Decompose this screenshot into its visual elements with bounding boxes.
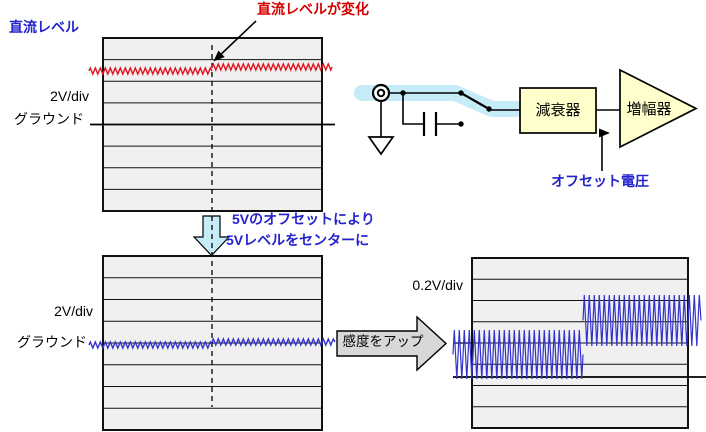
waveform-blue-right (211, 337, 336, 347)
junction-dot (458, 121, 464, 127)
sensitivity-arrow-label: 感度をアップ (342, 334, 424, 349)
waveforms (88, 62, 702, 380)
waveform-dense-right (582, 294, 702, 347)
offset-note-line2: 5Vレベルをセンターに (226, 232, 370, 248)
amplifier-triangle (619, 68, 698, 149)
scope-top-scale-label: 2V/div (50, 88, 89, 104)
waveform-red-right (211, 62, 333, 72)
attenuator-label: 減衰器 (535, 102, 581, 119)
annotation-arrow (213, 20, 257, 62)
sensitivity-arrow (336, 315, 448, 372)
scope-bottom-scale-label: 2V/div (54, 303, 93, 319)
junction-dot (458, 90, 464, 96)
dc-level-title: 直流レベル (9, 19, 79, 35)
ground-symbol-icon (367, 136, 395, 156)
attenuator-box (519, 87, 597, 134)
offset-note-line1: 5Vのオフセットにより (232, 211, 375, 227)
scope-top-ground-label: グラウンド (14, 111, 84, 127)
capacitor-branch-wire (402, 93, 424, 125)
switch-arm (460, 92, 490, 110)
scope-bottom-ground-label: グラウンド (17, 334, 87, 350)
junction-dot (486, 106, 492, 112)
amplifier-label: 増幅器 (626, 101, 672, 118)
waveform-blue-left (88, 340, 213, 350)
waveform-dense-left (452, 329, 584, 380)
offset-voltage-arrow (599, 128, 610, 171)
circuit (354, 68, 698, 171)
waveform-red-left (88, 66, 213, 76)
junction-dot (400, 90, 406, 96)
scope-right-scale-label: 0.2V/div (412, 277, 463, 293)
bnc-connector-center (376, 88, 386, 98)
offset-voltage-label: オフセット電圧 (551, 173, 649, 189)
dc-change-annotation: 直流レベルが変化 (257, 1, 369, 17)
